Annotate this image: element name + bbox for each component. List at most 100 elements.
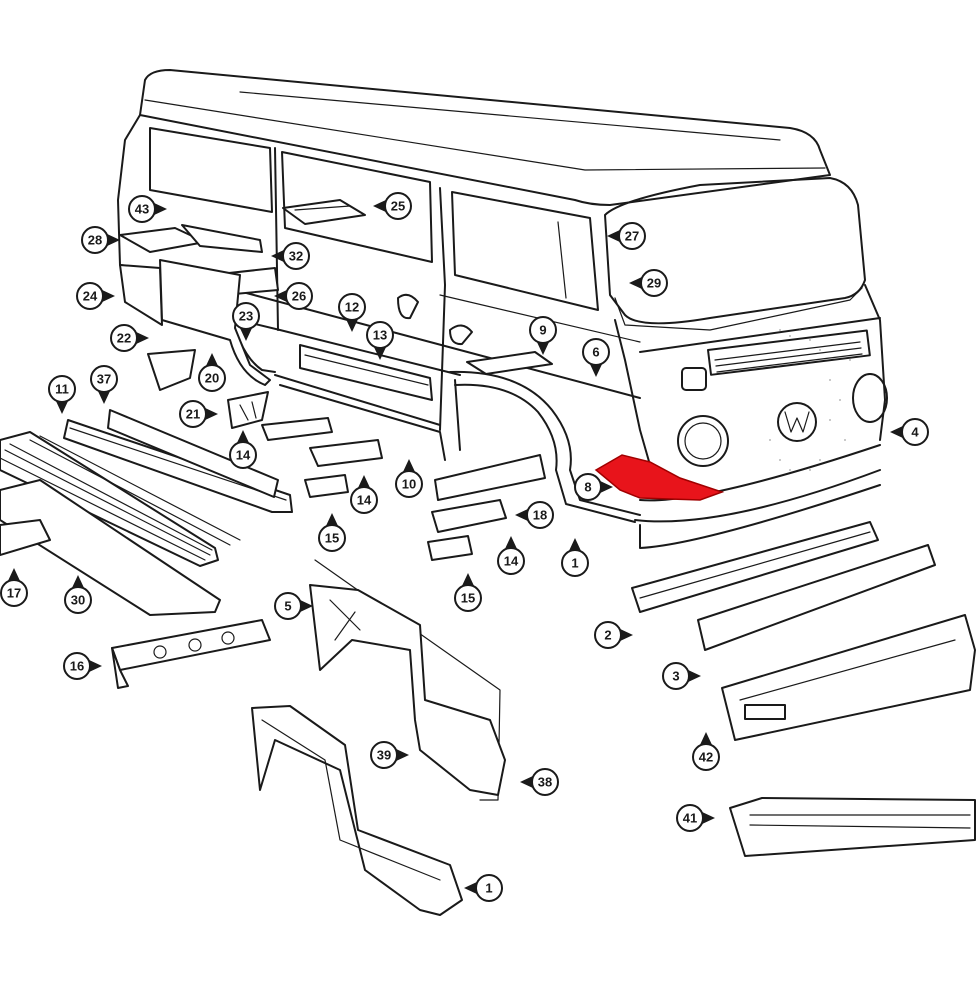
callout-13: 13 [366, 321, 394, 360]
callout-number: 5 [284, 599, 291, 614]
callout-6: 6 [582, 338, 610, 377]
callout-pointer [700, 811, 715, 825]
callout-number: 1 [485, 881, 492, 896]
callout-14: 14 [497, 536, 525, 575]
callout-number: 2 [604, 628, 611, 643]
callout-22: 22 [110, 324, 149, 352]
callout-circle [475, 874, 503, 902]
callout-number: 41 [683, 811, 697, 826]
callout-18: 18 [515, 501, 554, 529]
callout-pointer [105, 233, 120, 247]
callout-pointer [55, 399, 69, 414]
callout-pointer [520, 775, 535, 789]
callout-circle [676, 804, 704, 832]
callout-number: 22 [117, 331, 131, 346]
callout-number: 27 [625, 229, 639, 244]
callout-pointer [71, 575, 85, 590]
callout-circle [395, 470, 423, 498]
callout-pointer [97, 389, 111, 404]
callout-circle [370, 741, 398, 769]
callout-number: 37 [97, 372, 111, 387]
callout-number: 8 [584, 480, 591, 495]
callout-pointer [152, 202, 167, 216]
callout-circle [662, 662, 690, 690]
callout-42: 42 [692, 732, 720, 771]
callout-pointer [394, 748, 409, 762]
callout-number: 6 [592, 345, 599, 360]
callout-pointer [236, 430, 250, 445]
callout-39: 39 [370, 741, 409, 769]
callout-pointer [618, 628, 633, 642]
callout-number: 18 [533, 508, 547, 523]
callout-number: 29 [647, 276, 661, 291]
callout-17: 17 [0, 568, 28, 607]
callout-circle [128, 195, 156, 223]
callout-number: 11 [55, 382, 69, 397]
callout-circle [454, 584, 482, 612]
callout-circle [901, 418, 929, 446]
callout-circle [76, 282, 104, 310]
callout-number: 14 [236, 448, 251, 463]
callout-circle [640, 269, 668, 297]
callout-pointer [345, 317, 359, 332]
callout-circle [366, 321, 394, 349]
callout-38: 38 [520, 768, 559, 796]
callout-43: 43 [128, 195, 167, 223]
callout-14: 14 [229, 430, 257, 469]
callout-1: 1 [561, 538, 589, 577]
callout-number: 17 [7, 586, 21, 601]
callout-pointer [504, 536, 518, 551]
callout-circle [526, 501, 554, 529]
callout-4: 4 [890, 418, 929, 446]
callout-29: 29 [629, 269, 668, 297]
callout-circle [582, 338, 610, 366]
callout-27: 27 [607, 222, 646, 250]
callout-number: 15 [325, 531, 339, 546]
highlighted-step-well-panel [594, 454, 725, 501]
callout-circle [282, 242, 310, 270]
callout-circle [497, 547, 525, 575]
callout-pointer [686, 669, 701, 683]
callout-circle [285, 282, 313, 310]
callout-circle [561, 549, 589, 577]
callout-number: 43 [135, 202, 149, 217]
callout-pointer [629, 276, 644, 290]
callout-circle [618, 222, 646, 250]
callout-pointer [325, 513, 339, 528]
callout-number: 13 [373, 328, 387, 343]
callout-1: 1 [464, 874, 503, 902]
callout-number: 14 [357, 493, 372, 508]
callout-pointer [239, 326, 253, 341]
callout-circle [594, 621, 622, 649]
callout-pointer [607, 229, 622, 243]
callout-9: 9 [529, 316, 557, 355]
callout-28: 28 [81, 226, 120, 254]
callout-pointer [461, 573, 475, 588]
callout-circle [692, 743, 720, 771]
callout-pointer [568, 538, 582, 553]
callout-number: 23 [239, 309, 253, 324]
callout-pointer [536, 340, 550, 355]
callout-number: 4 [911, 425, 919, 440]
callout-2: 2 [594, 621, 633, 649]
callout-pointer [373, 345, 387, 360]
callout-10: 10 [395, 459, 423, 498]
callout-circle [48, 375, 76, 403]
callout-number: 10 [402, 477, 416, 492]
callout-circle [198, 364, 226, 392]
callout-20: 20 [198, 353, 226, 392]
callout-number: 15 [461, 591, 475, 606]
callout-number: 30 [71, 593, 85, 608]
callout-8: 8 [574, 473, 613, 501]
callout-pointer [373, 199, 388, 213]
callout-pointer [271, 249, 286, 263]
callout-pointer [357, 475, 371, 490]
callout-5: 5 [274, 592, 313, 620]
callout-number: 1 [571, 556, 578, 571]
callout-pointer [203, 407, 218, 421]
callout-number: 9 [539, 323, 546, 338]
callout-pointer [7, 568, 21, 583]
callout-circle [179, 400, 207, 428]
